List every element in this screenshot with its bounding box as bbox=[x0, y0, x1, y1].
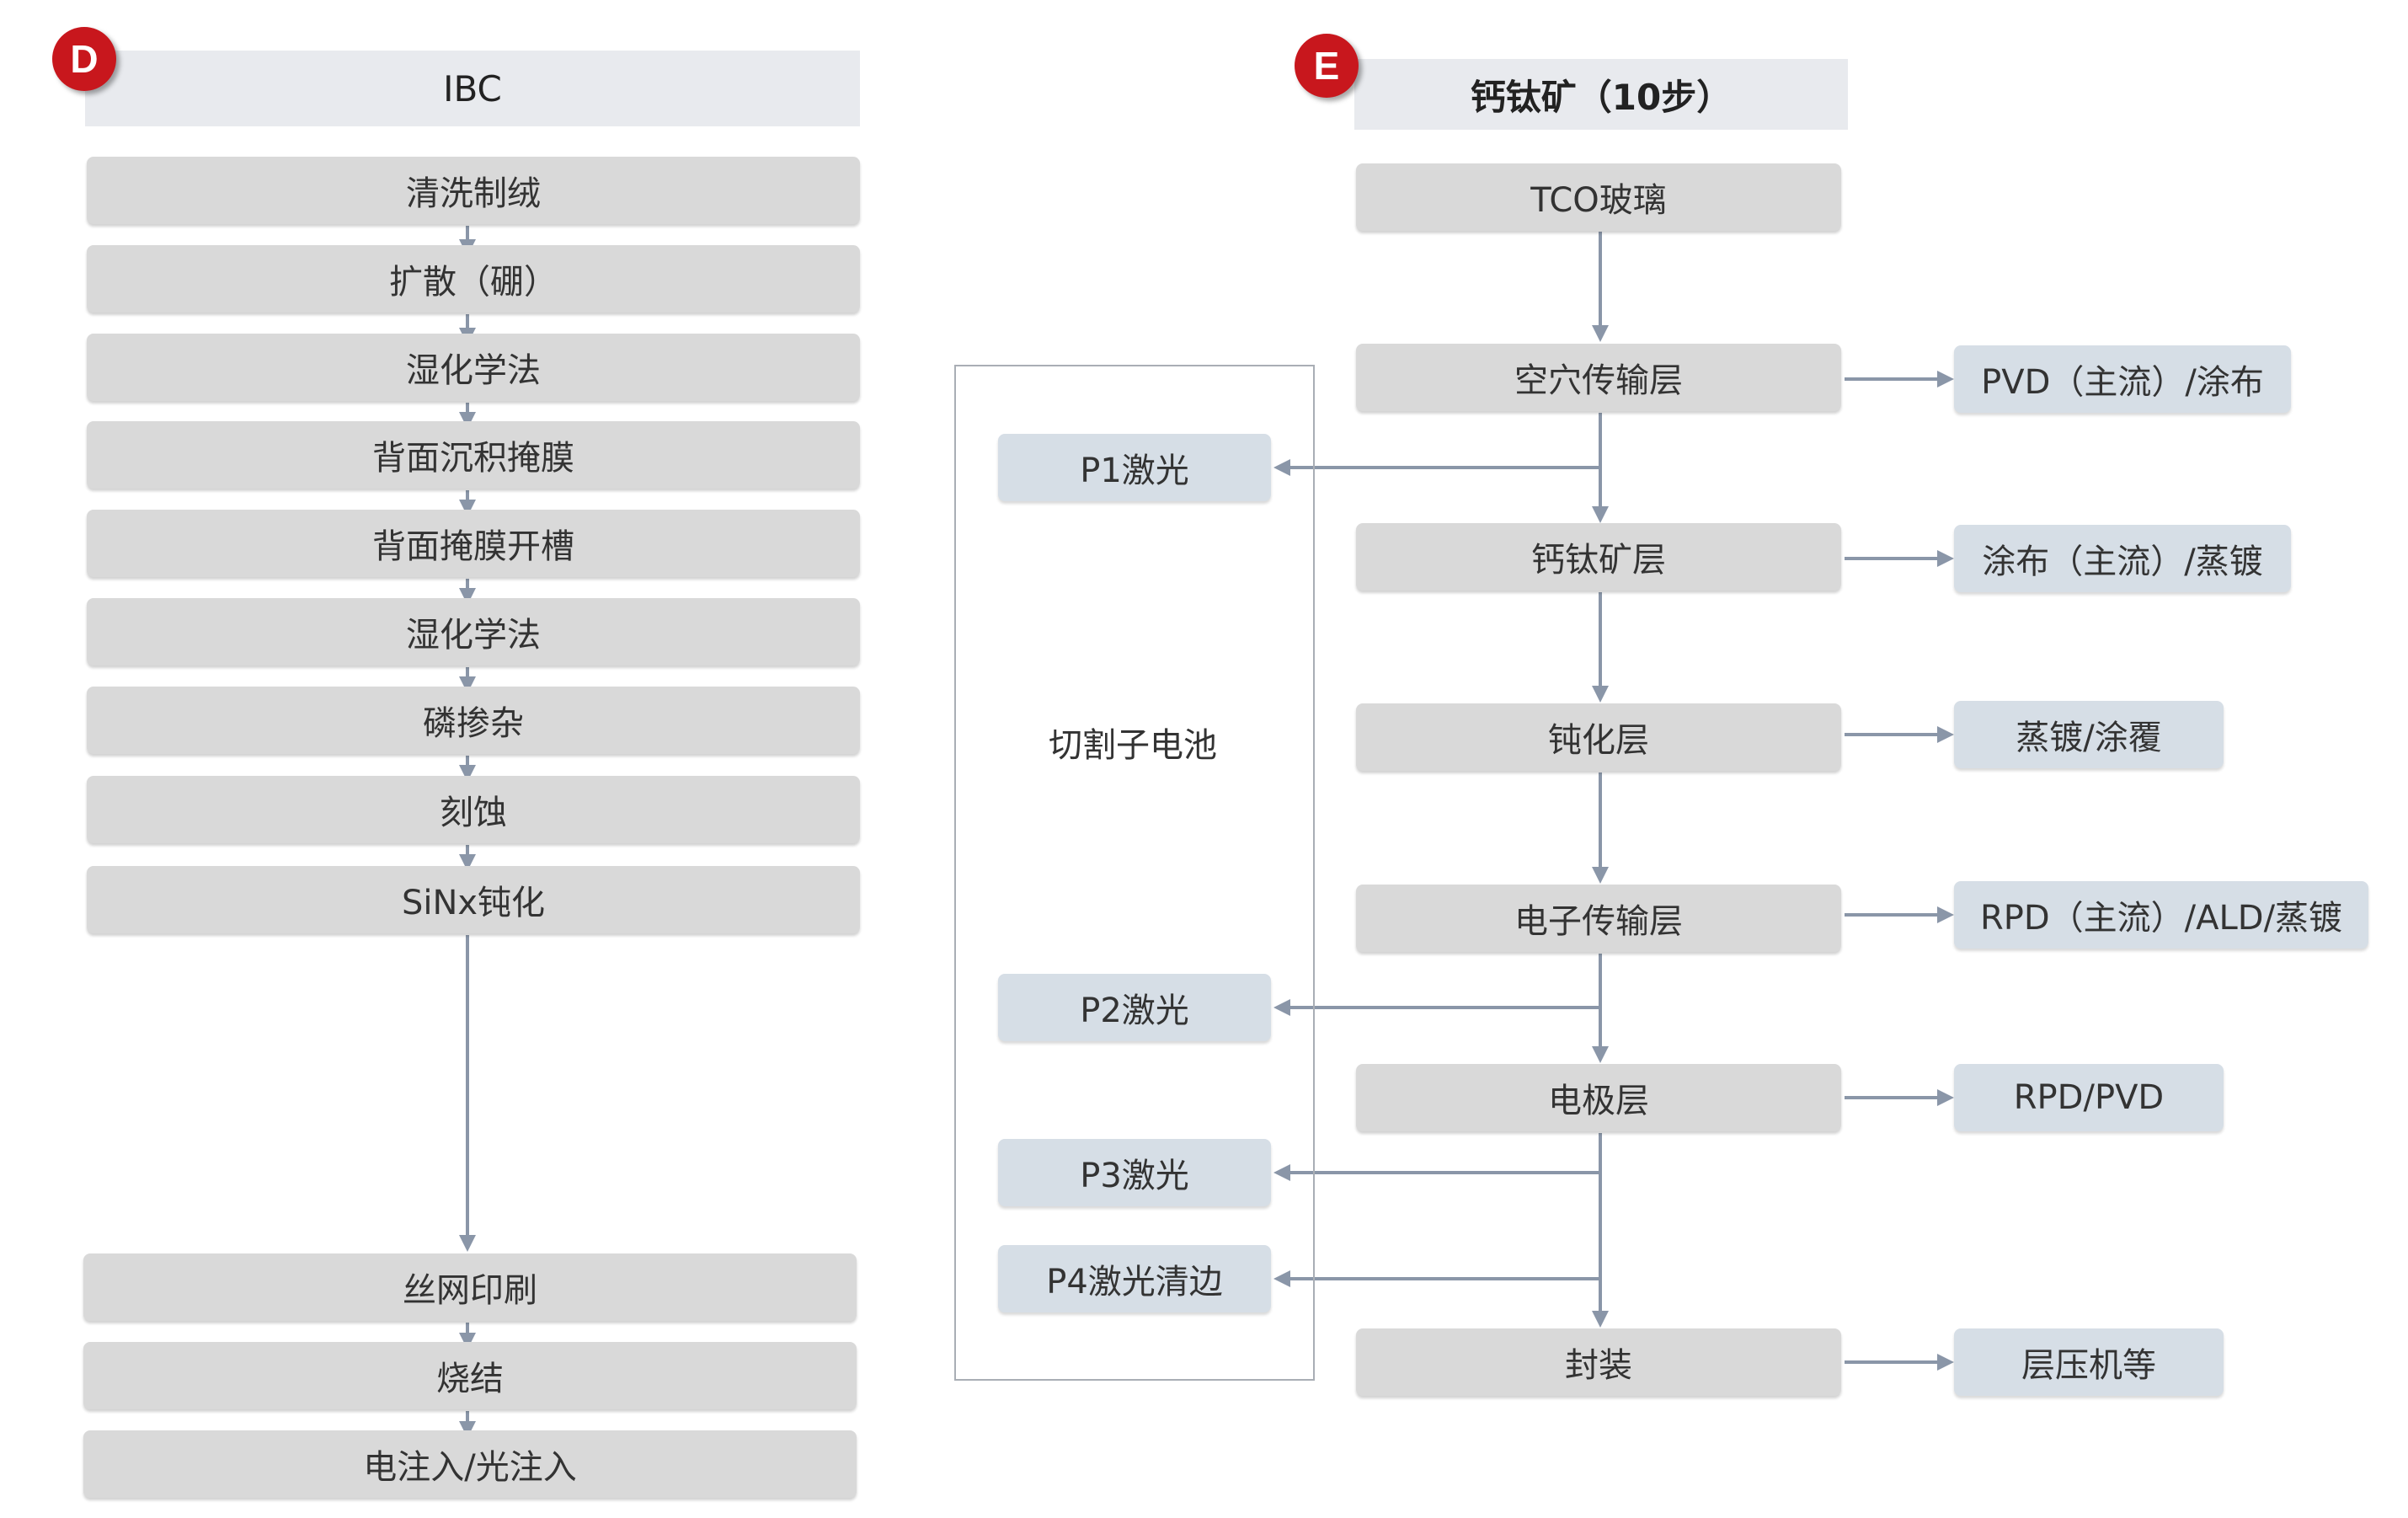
ibc-step-10: 丝网印刷 bbox=[83, 1253, 857, 1321]
perovskite-step-7: 封装 bbox=[1356, 1328, 1841, 1396]
ibc-step-8: 刻蚀 bbox=[87, 776, 860, 843]
ibc-step-7: 磷掺杂 bbox=[87, 687, 860, 754]
cut-cells-label: 切割子电池 bbox=[1049, 726, 1217, 765]
perovskite-step-6: 电极层 bbox=[1356, 1064, 1841, 1131]
ibc-step-9: SiNx钝化 bbox=[87, 866, 860, 933]
ibc-header: IBC bbox=[85, 51, 860, 126]
perovskite-header: 钙钛矿（10步） bbox=[1354, 59, 1848, 130]
laser-p3: P3激光 bbox=[998, 1139, 1271, 1206]
laser-p2: P2激光 bbox=[998, 974, 1271, 1041]
ibc-step-2: 扩散（硼） bbox=[87, 245, 860, 313]
badge-e: E bbox=[1295, 34, 1359, 98]
laser-p1: P1激光 bbox=[998, 434, 1271, 501]
ibc-step-6: 湿化学法 bbox=[87, 598, 860, 665]
badge-d: D bbox=[52, 27, 116, 91]
ibc-step-12: 电注入/光注入 bbox=[83, 1430, 857, 1498]
perovskite-step-2: 空穴传输层 bbox=[1356, 344, 1841, 411]
laser-p4: P4激光清边 bbox=[998, 1245, 1271, 1312]
ibc-step-3: 湿化学法 bbox=[87, 334, 860, 401]
method-1: PVD（主流）/涂布 bbox=[1954, 345, 2291, 413]
ibc-step-5: 背面掩膜开槽 bbox=[87, 510, 860, 577]
method-6: 层压机等 bbox=[1954, 1328, 2224, 1396]
perovskite-step-1: TCO玻璃 bbox=[1356, 163, 1841, 231]
ibc-step-11: 烧结 bbox=[83, 1342, 857, 1409]
method-3: 蒸镀/涂覆 bbox=[1954, 701, 2224, 768]
method-5: RPD/PVD bbox=[1954, 1064, 2224, 1131]
perovskite-step-5: 电子传输层 bbox=[1356, 885, 1841, 952]
ibc-step-4: 背面沉积掩膜 bbox=[87, 421, 860, 489]
perovskite-step-3: 钙钛矿层 bbox=[1356, 523, 1841, 591]
ibc-step-1: 清洗制绒 bbox=[87, 157, 860, 224]
cut-cells-group bbox=[954, 365, 1315, 1381]
method-4: RPD（主流）/ALD/蒸镀 bbox=[1954, 881, 2368, 949]
method-2: 涂布（主流）/蒸镀 bbox=[1954, 525, 2291, 592]
perovskite-step-4: 钝化层 bbox=[1356, 703, 1841, 771]
